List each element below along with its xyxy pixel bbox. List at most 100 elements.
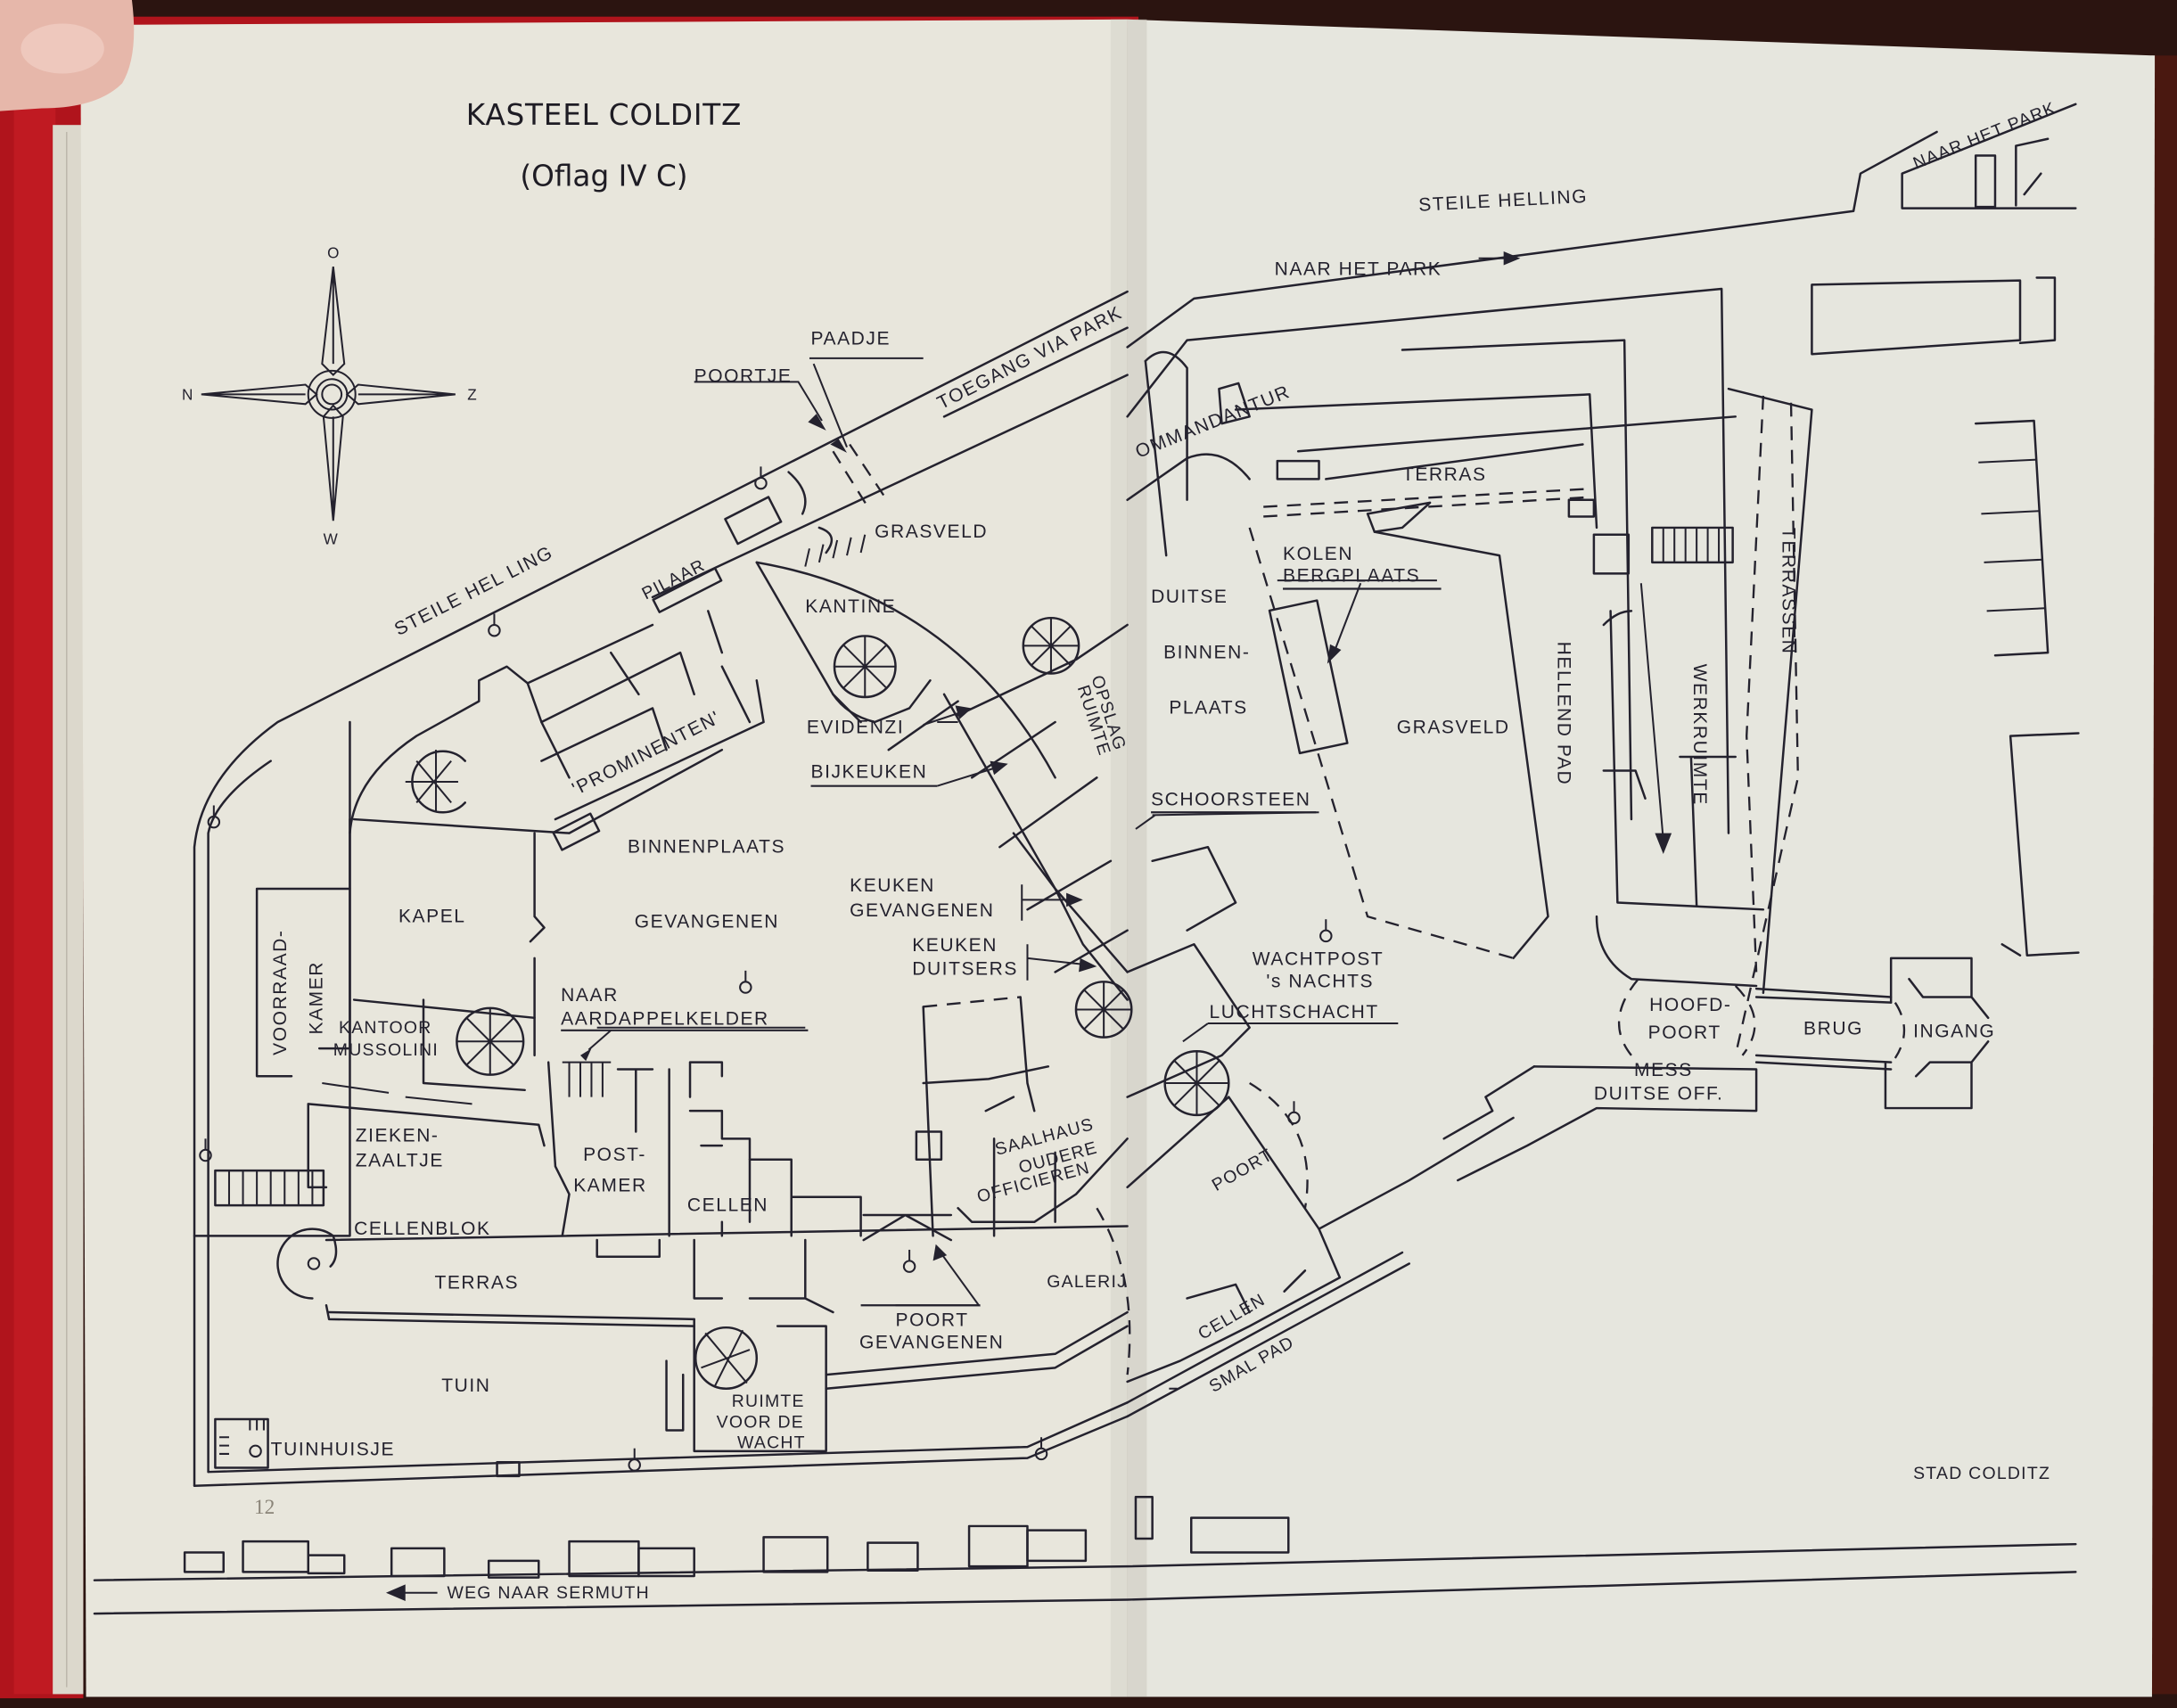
spiral-staircase-icon [694,1326,759,1390]
label-kapel: KAPEL [398,906,466,926]
compass-rose-icon: O N Z W [182,244,477,548]
label-keuken-duitsers-1: KEUKEN [912,935,998,956]
lamp-post-icon [1287,1101,1301,1125]
label-ruimte-wacht-1: RUIMTE [732,1392,805,1411]
map-title: KASTEEL COLDITZ [466,98,742,132]
label-poortje: POORTJE [694,365,793,386]
page-number: 12 [254,1496,275,1519]
label-kamer: KAMER [573,1176,647,1196]
castle-map-left [93,290,2077,1615]
label-voorraadkamer-1: VOORRAAD- [270,930,291,1055]
cover-edge [13,28,56,1695]
label-hellend-pad: HELLEND PAD [1553,642,1573,786]
label-zaaltje: ZAALTJE [356,1150,444,1170]
label-brug: BRUG [1803,1019,1863,1039]
label-grasveld-left: GRASVELD [875,521,988,542]
book-cover-right [2151,55,2177,1695]
label-poort-hoofd: POORT [1648,1022,1721,1043]
arrow-right-icon [1503,250,1521,266]
label-hoofd: HOOFD- [1649,995,1731,1015]
label-cellenblok: CELLENBLOK [354,1219,490,1239]
label-binnen: BINNEN- [1163,642,1250,662]
label-keuken-gevangenen-1: KEUKEN [850,875,935,896]
compass-w: W [324,530,339,548]
compass-n: N [182,386,193,404]
label-wachtpost: WACHTPOST [1253,949,1384,970]
map-subtitle: (Oflag IV C) [520,160,687,193]
lamp-post-icon [739,970,752,994]
label-gevangenen: GEVANGENEN [635,912,779,932]
round-tower-icon [276,1228,338,1300]
spiral-staircase-icon [1074,981,1133,1039]
label-s-nachts: 's NACHTS [1266,972,1374,992]
label-keuken-duitsers-2: DUITSERS [912,959,1018,980]
label-keuken-gevangenen-2: GEVANGENEN [850,900,994,921]
label-paadje: PAADJE [811,328,891,349]
label-zieken: ZIEKEN- [356,1125,440,1146]
label-ruimte-wacht-2: VOOR DE [717,1412,804,1432]
label-stad-colditz: STAD COLDITZ [1913,1464,2050,1483]
label-kolen: KOLEN [1283,544,1353,564]
road-upper-edge [93,1542,2077,1581]
label-mussolini: MUSSOLINI [333,1040,439,1060]
label-poort-gevangenen-1: POORT [896,1310,969,1331]
label-duitse-off: DUITSE OFF. [1594,1084,1724,1104]
label-schoorsteen: SCHOORSTEEN [1151,789,1310,809]
spiral-staircase-icon [1022,616,1080,675]
road-lower-edge [93,1571,2077,1615]
compass-z: Z [467,386,476,404]
spiral-staircase-icon [833,635,897,699]
label-aardappelkelder: AARDAPPELKELDER [561,1009,769,1030]
town-houses [183,1495,1290,1579]
label-bijkeuken: BIJKEUKEN [811,761,928,782]
label-evidenzi: EVIDENZI [807,717,904,737]
thumb-nail [21,23,104,74]
label-kantoor: KANTOOR [339,1018,432,1038]
label-galerij: GALERIJ [1047,1272,1127,1292]
label-tuinhuisje: TUINHUISJE [271,1439,395,1459]
label-plaats: PLAATS [1169,698,1247,719]
lamp-post-icon [902,1249,916,1273]
spiral-staircase-icon [1163,1049,1230,1117]
lamp-post-icon [754,466,768,490]
page-edges [53,125,84,1695]
label-mess: MESS [1634,1060,1693,1080]
left-page [80,19,1128,1697]
label-poort-gevangenen-2: GEVANGENEN [859,1333,1004,1353]
label-luchtschacht: LUCHTSCHACHT [1209,1002,1378,1022]
label-bergplaats: BERGPLAATS [1283,566,1420,587]
label-terrassen: TERRASSEN [1779,528,1799,654]
staircase-icon [1651,526,1734,564]
label-cellen-left: CELLEN [687,1195,768,1215]
arrow-left-icon [385,1584,406,1602]
label-ingang: INGANG [1913,1022,1995,1042]
compass-o: O [327,244,339,262]
gutter-shadow [1110,19,1128,1697]
castle-map-right [1126,103,2080,1390]
label-post: POST- [583,1145,646,1165]
staircase-icon [214,1169,325,1207]
label-terras-left: TERRAS [434,1273,519,1293]
label-duitse: DUITSE [1151,587,1228,607]
garden-house-icon [214,1417,269,1469]
label-ruimte-wacht-3: WACHT [737,1433,806,1453]
label-weg-naar-sermuth: WEG NAAR SERMUTH [447,1583,649,1603]
gutter-shadow-right [1127,19,1147,1697]
spiral-staircase-icon [456,1006,525,1076]
lamp-post-icon [1319,919,1333,943]
spiral-staircase-icon [405,750,466,814]
lamp-post-icon [199,1138,212,1162]
lamp-post-icon [207,805,221,829]
label-kantine: KANTINE [805,596,896,617]
lamp-post-icon [488,613,501,637]
label-underlines [561,587,1442,1307]
label-binnenplaats: BINNENPLAATS [628,836,785,857]
label-werkruimte: WERKRUIMTE [1689,664,1710,806]
label-voorraadkamer-2: KAMER [306,961,326,1035]
label-grasveld-right: GRASVELD [1397,717,1510,737]
label-terras-right: TERRAS [1402,464,1487,485]
label-naar: NAAR [561,985,619,1006]
label-naar-het-park: NAAR HET PARK [1275,259,1442,279]
